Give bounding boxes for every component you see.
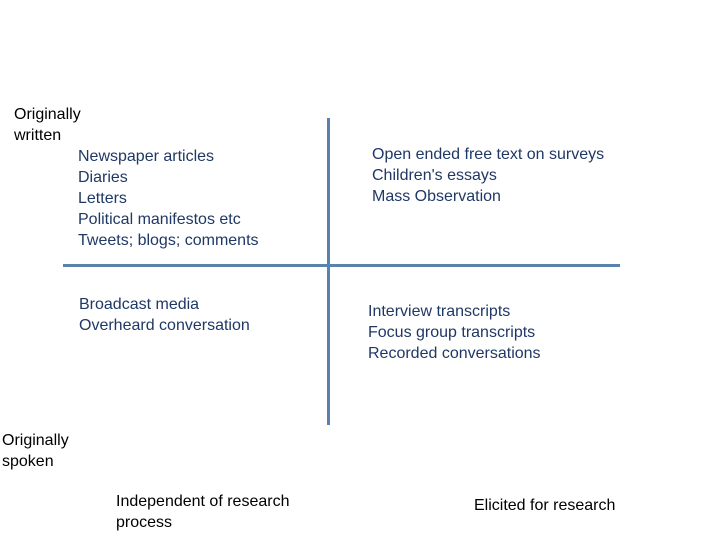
quadrant-item: Political manifestos etc <box>78 211 241 228</box>
quadrant-top-right: Open ended free text on surveys Children… <box>372 144 604 207</box>
quadrant-item: Letters <box>78 190 127 207</box>
quadrant-item: Broadcast media <box>79 296 200 313</box>
quadrant-bottom-left: Broadcast media Overheard conversation <box>79 294 250 336</box>
quadrant-item: Diaries <box>78 169 128 186</box>
quadrant-item: Open ended free text on surveys <box>372 146 605 163</box>
horizontal-axis-line <box>63 264 620 267</box>
quadrant-item: Tweets; blogs; comments <box>78 232 259 249</box>
y-axis-top-label: Originally written <box>14 106 81 144</box>
vertical-axis-line <box>327 118 330 425</box>
quadrant-item: Recorded conversations <box>368 345 541 362</box>
quadrant-top-left: Newspaper articles Diaries Letters Polit… <box>78 146 259 251</box>
x-axis-right-label: Elicited for research <box>474 497 616 514</box>
quadrant-item: Children's essays <box>372 167 497 184</box>
x-axis-left-label: Independent of research process <box>116 493 290 531</box>
quadrant-item: Interview transcripts <box>368 303 511 320</box>
quadrant-item: Newspaper articles <box>78 148 215 165</box>
quadrant-bottom-right: Interview transcripts Focus group transc… <box>368 301 541 364</box>
y-axis-bottom-label: Originally spoken <box>2 432 69 470</box>
quadrant-item: Overheard conversation <box>79 317 250 334</box>
quadrant-item: Mass Observation <box>372 188 501 205</box>
quadrant-item: Focus group transcripts <box>368 324 536 341</box>
